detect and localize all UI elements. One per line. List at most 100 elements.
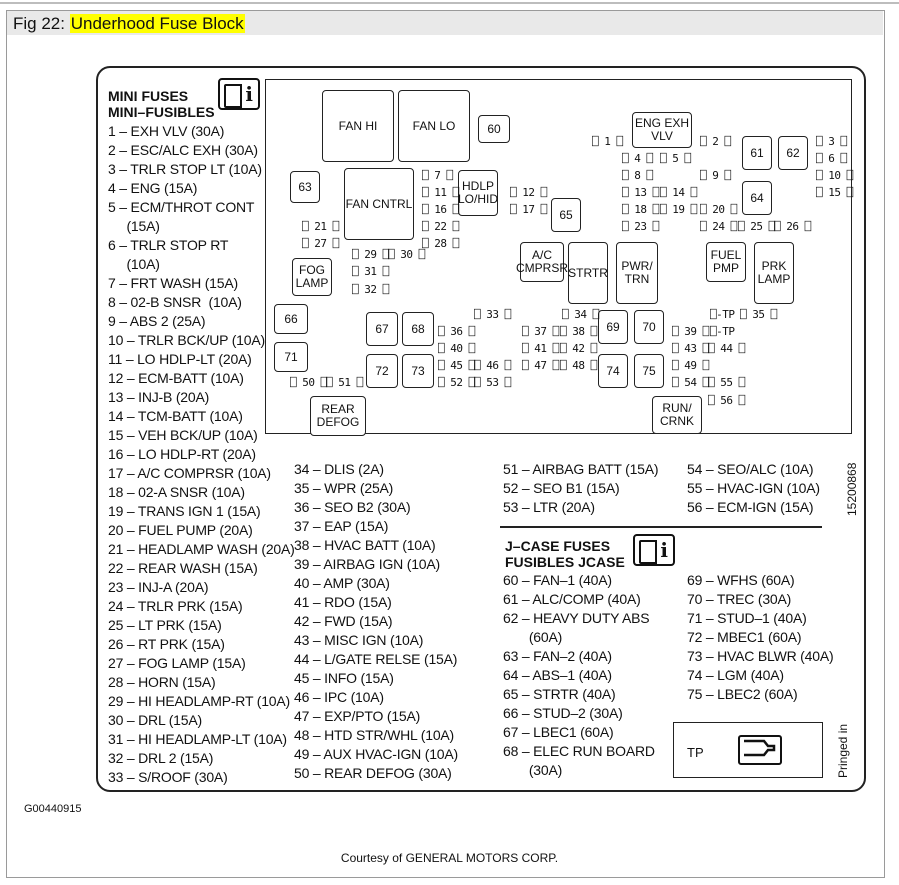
relay-label: FOG (299, 263, 325, 277)
relay-label: LAMP (757, 272, 791, 286)
mini-fuse-4: ⎕ 4 ⎕ (622, 152, 653, 165)
fuse-list-item: 10 – TRLR BCK/UP (10A) (108, 332, 265, 348)
mini-fuse-33: ⎕ 33 ⎕ (474, 308, 511, 321)
fuse-list-item: 6 – TRLR STOP RT (108, 237, 229, 253)
mini-fuse-11: ⎕ 11 ⎕ (422, 186, 459, 199)
fuse-list-item: 67 – LBEC1 (60A) (503, 724, 614, 740)
fuse-list-item: 8 – 02-B SNSR (10A) (108, 294, 242, 310)
relay-run-crnk: RUN/CRNK (652, 396, 702, 434)
fuse-list-item: (60A) (503, 629, 563, 645)
fuse-list-item: 11 – LO HDLP-LT (20A) (108, 351, 252, 367)
fuse-list-item: 1 – EXH VLV (30A) (108, 123, 225, 139)
mini-fuse-48: ⎕ 48 ⎕ (560, 359, 597, 372)
jcase-fuse-70: 70 (634, 310, 664, 344)
part-number: 15200868 (845, 462, 859, 516)
fuse-list-item: 72 – MBEC1 (60A) (687, 629, 802, 645)
fuse-list-item: 22 – REAR WASH (15A) (108, 560, 258, 576)
fuse-list-item: 24 – TRLR PRK (15A) (108, 598, 243, 614)
fuse-list-item: 26 – RT PRK (15A) (108, 636, 225, 652)
relay-label: FUEL (710, 248, 742, 262)
mini-fuse-13: ⎕ 13 ⎕ (622, 186, 659, 199)
fuse-list-col4: 54 – SEO/ALC (10A)55 – HVAC-IGN (10A)56 … (687, 460, 820, 517)
jcase-fuse-73: 73 (402, 354, 434, 388)
fuse-list-item: 17 – A/C COMPRSR (10A) (108, 465, 271, 481)
mini-fuse-44: ⎕ 44 ⎕ (708, 342, 745, 355)
mini-fuse-39: ⎕ 39 ⎕ (672, 325, 709, 338)
fuse-list-item: 9 – ABS 2 (25A) (108, 313, 206, 329)
mini-fuse-49: ⎕ 49 ⎕ (672, 359, 709, 372)
fuse-number: 66 (284, 311, 298, 326)
fuse-list-item: 45 – INFO (15A) (294, 670, 394, 686)
jcase-fuse-66: 66 (274, 304, 308, 334)
fuse-list-item: 25 – LT PRK (15A) (108, 617, 222, 633)
fuse-list-item: 7 – FRT WASH (15A) (108, 275, 238, 291)
relay-label: TRN (624, 272, 650, 286)
relay-label: CRNK (659, 414, 694, 428)
printed-in-text: Pringed in (836, 723, 850, 778)
mini-fuse-53: ⎕ 53 ⎕ (474, 376, 511, 389)
fuse-list-item: 14 – TCM-BATT (10A) (108, 408, 243, 424)
mini-fuse-16: ⎕ 16 ⎕ (422, 203, 459, 216)
relay-label: LO/HID (458, 192, 499, 206)
jcase-fuse-60: 60 (478, 115, 510, 143)
fuse-list-item: 5 – ECM/THROT CONT (108, 199, 255, 215)
jcase-fuse-67: 67 (366, 312, 398, 346)
fuse-list-item: 52 – SEO B1 (15A) (503, 480, 620, 496)
fuse-list-item: 65 – STRTR (40A) (503, 686, 616, 702)
mini-fuse-38: ⎕ 38 ⎕ (560, 325, 597, 338)
test-point-2: ⎕-TP (710, 325, 735, 338)
fuse-list-item: 49 – AUX HVAC-IGN (10A) (294, 746, 458, 762)
fuse-list-item: 35 – WPR (25A) (294, 480, 394, 496)
fuse-list-item: 4 – ENG (15A) (108, 180, 198, 196)
jcase-heading-es: FUSIBLES JCASE (505, 554, 625, 570)
mini-fuse-15: ⎕ 15 ⎕ (816, 186, 853, 199)
relay-fan-lo: FAN LO (398, 90, 470, 162)
fuse-list-item: 74 – LGM (40A) (687, 667, 784, 683)
fuse-list-item: 20 – FUEL PUMP (20A) (108, 522, 253, 538)
relay-label: A/C (531, 248, 552, 262)
fuse-list-item: 39 – AIRBAG IGN (10A) (294, 556, 440, 572)
mini-fuse-6: ⎕ 6 ⎕ (816, 152, 847, 165)
relay-label: ENG EXH (634, 116, 689, 130)
fuse-number: 69 (606, 319, 620, 334)
fuse-number: 61 (750, 145, 764, 160)
test-point-1: ⎕-TP (710, 308, 735, 321)
fuse-list-item: 32 – DRL 2 (15A) (108, 750, 214, 766)
mini-fuse-10: ⎕ 10 ⎕ (816, 169, 853, 182)
jcase-list-right: 69 – WFHS (60A)70 – TREC (30A)71 – STUD–… (687, 571, 834, 704)
relay-label: STRTR (568, 265, 608, 280)
jcase-fuse-72: 72 (366, 354, 398, 388)
test-point-box (673, 722, 823, 778)
relay-label: RUN/ (662, 401, 692, 415)
figure-caption: Fig 22: Underhood Fuse Block (13, 14, 245, 34)
relay-label: PWR/ (621, 259, 653, 273)
relay-pwr-trn: PWR/TRN (616, 242, 658, 304)
fuse-list-item: 44 – L/GATE RELSE (15A) (294, 651, 458, 667)
mini-fuse-1: ⎕ 1 ⎕ (592, 135, 623, 148)
fuse-list-item: 37 – EAP (15A) (294, 518, 389, 534)
jcase-fuse-61: 61 (742, 136, 772, 170)
fuse-list-item: 31 – HI HEADLAMP-LT (10A) (108, 731, 287, 747)
mini-fuse-35: ⎕ 35 ⎕ (740, 308, 777, 321)
mini-fuse-19: ⎕ 19 ⎕ (660, 203, 697, 216)
relay-label: CMPRSR (516, 261, 569, 275)
fuse-list-item: 63 – FAN–2 (40A) (503, 648, 612, 664)
mini-fuses-heading-es: MINI–FUSIBLES (108, 104, 215, 120)
tp-label: TP (687, 745, 704, 760)
fuse-list-item: 21 – HEADLAMP WASH (20A) (108, 541, 295, 557)
fuse-list-item: (10A) (108, 256, 160, 272)
relay-label: LAMP (295, 276, 329, 290)
fuse-diagram-border (96, 66, 866, 792)
fuse-list-item: (30A) (503, 762, 563, 778)
mini-fuse-18: ⎕ 18 ⎕ (622, 203, 659, 216)
relay-label: REAR (321, 402, 355, 416)
fuse-list-item: 50 – REAR DEFOG (30A) (294, 765, 452, 781)
fuse-list-col2: 34 – DLIS (2A)35 – WPR (25A)36 – SEO B2 … (294, 460, 458, 783)
fuse-list-item: 42 – FWD (15A) (294, 613, 393, 629)
image-code: G00440915 (24, 803, 82, 815)
fuse-number: 74 (606, 363, 620, 378)
fuse-list-item: 27 – FOG LAMP (15A) (108, 655, 246, 671)
mini-fuse-56: ⎕ 56 ⎕ (708, 394, 745, 407)
mini-fuse-23: ⎕ 23 ⎕ (622, 220, 659, 233)
